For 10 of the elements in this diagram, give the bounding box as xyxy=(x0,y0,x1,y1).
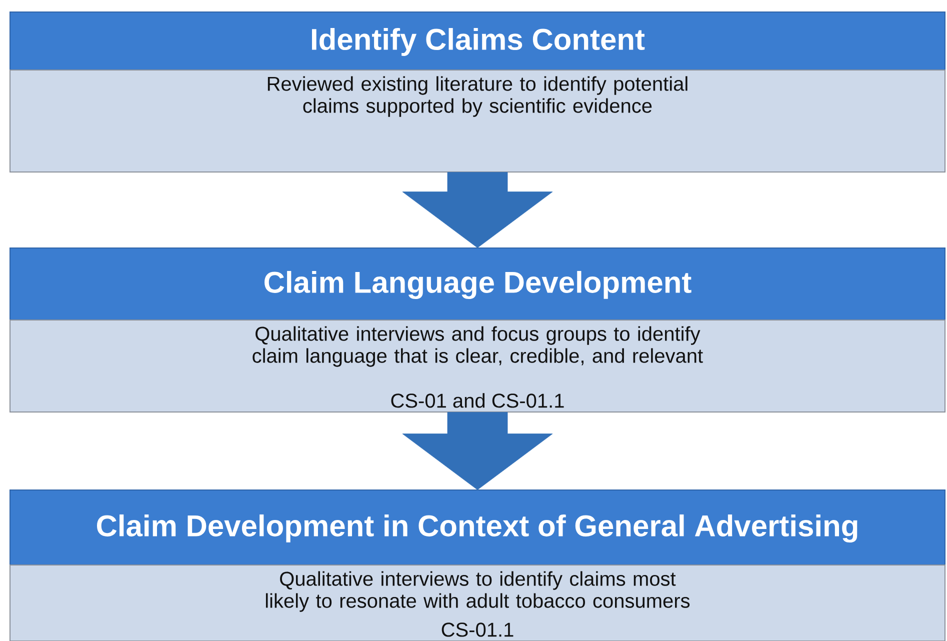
header-band: Claim Language Development xyxy=(10,248,946,320)
study-code: CS-01 and CS-01.1 xyxy=(391,393,564,408)
block-arrow xyxy=(402,172,553,248)
block-arrow xyxy=(402,412,553,490)
header-band: Identify Claims Content xyxy=(10,12,946,70)
description-text: Qualitative interviews to identify claims most likely to resonate with adult tobacco consumers xyxy=(266,571,690,612)
description-text: Qualitative interviews and focus groups to identify claim language that is clear, credible, and relevant xyxy=(252,326,703,367)
header-band: Claim Development in Context of General Advertising xyxy=(10,490,946,566)
study-code: CS-01.1 xyxy=(442,622,514,637)
description-text: Reviewed existing literature to identify potential claims supported by scientific evidence xyxy=(268,76,688,117)
